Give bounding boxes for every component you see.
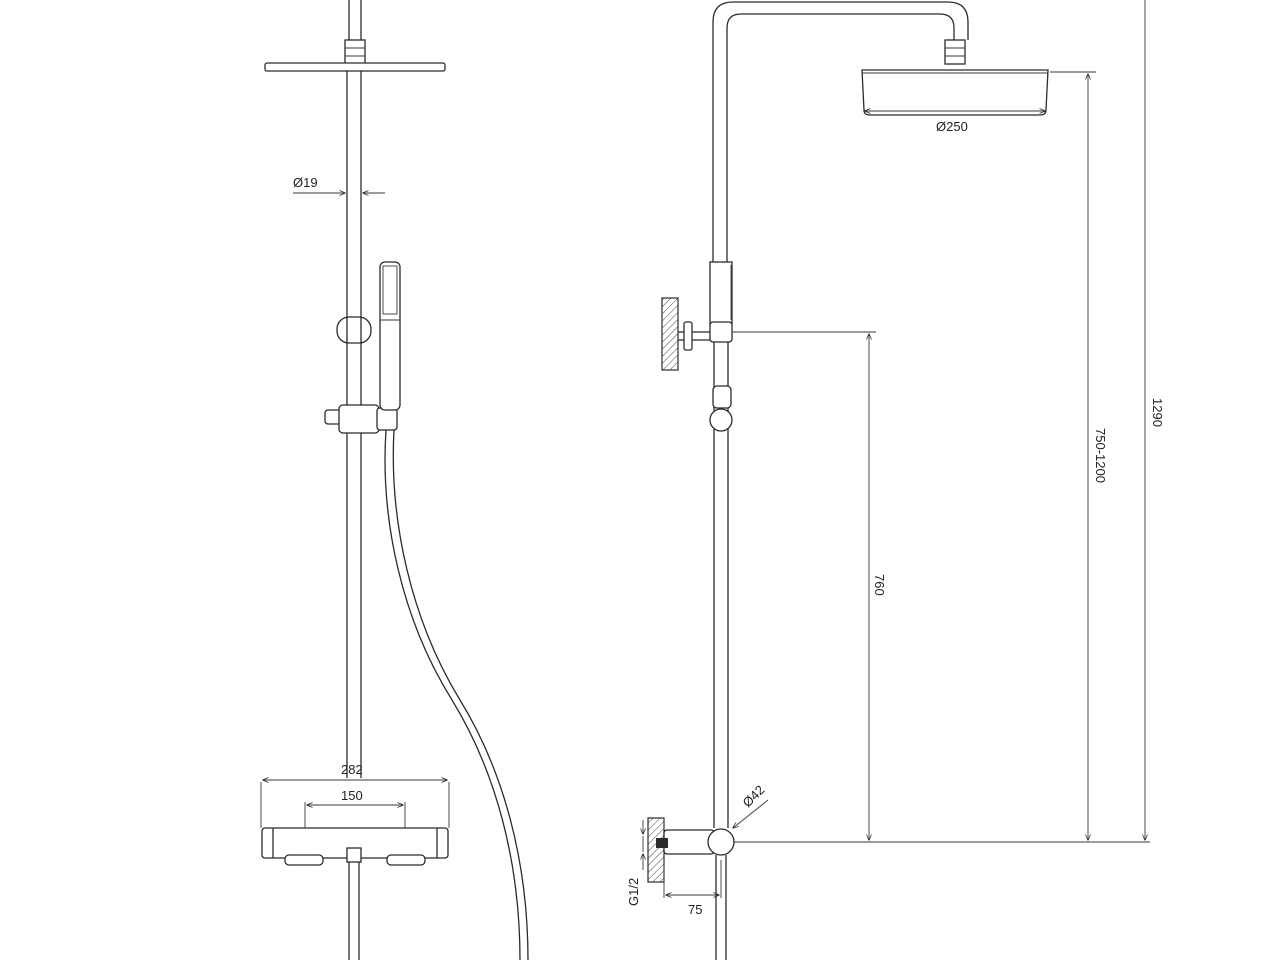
bracket-height-label: 760: [872, 574, 887, 596]
side-slider: [709, 385, 733, 432]
mixer-width-label: 282: [341, 762, 363, 777]
side-top-arm: [712, 1, 969, 268]
side-wall-bracket: [661, 297, 733, 371]
side-wall-connector: [647, 817, 735, 960]
front-shower-head: [264, 62, 446, 72]
side-total-height-dim: 1290: [1145, 0, 1165, 840]
side-extension-lines: [732, 71, 1150, 843]
thread-size-label: G1/2: [626, 878, 641, 906]
side-connector-diameter-dim: Ø42: [733, 782, 769, 828]
wall-offset-label: 75: [688, 902, 702, 917]
side-shower-head: [861, 69, 1049, 116]
side-view: Ø250: [626, 0, 1165, 960]
front-inlet-spacing-dim: 150: [304, 788, 406, 850]
front-slider: [324, 404, 398, 434]
side-adjustable-height-dim: 750-1200: [1088, 74, 1108, 840]
front-hand-shower: [379, 261, 401, 411]
head-diameter-label: Ø250: [936, 119, 968, 134]
front-mixer-width-dim: 282: [260, 762, 450, 828]
front-pipe-diameter-dim: Ø19: [293, 175, 385, 193]
connector-diameter-label: Ø42: [740, 782, 768, 810]
pipe-diameter-label: Ø19: [293, 175, 318, 190]
front-hose: [348, 429, 529, 960]
total-height-label: 1290: [1150, 398, 1165, 427]
front-view: Ø19 282: [260, 0, 529, 960]
side-thread-dim: G1/2: [626, 820, 643, 906]
side-upper-tube: [709, 261, 733, 325]
side-head-diameter-dim: Ø250: [865, 111, 1045, 134]
inlet-spacing-label: 150: [341, 788, 363, 803]
front-mixer-body: [261, 827, 449, 866]
front-ceiling-pipe: [344, 0, 366, 65]
side-bracket-height-dim: 760: [869, 334, 887, 840]
adjustable-height-label: 750-1200: [1093, 428, 1108, 483]
front-upper-bracket: [336, 316, 372, 344]
side-wall-offset-dim: 75: [663, 860, 722, 917]
